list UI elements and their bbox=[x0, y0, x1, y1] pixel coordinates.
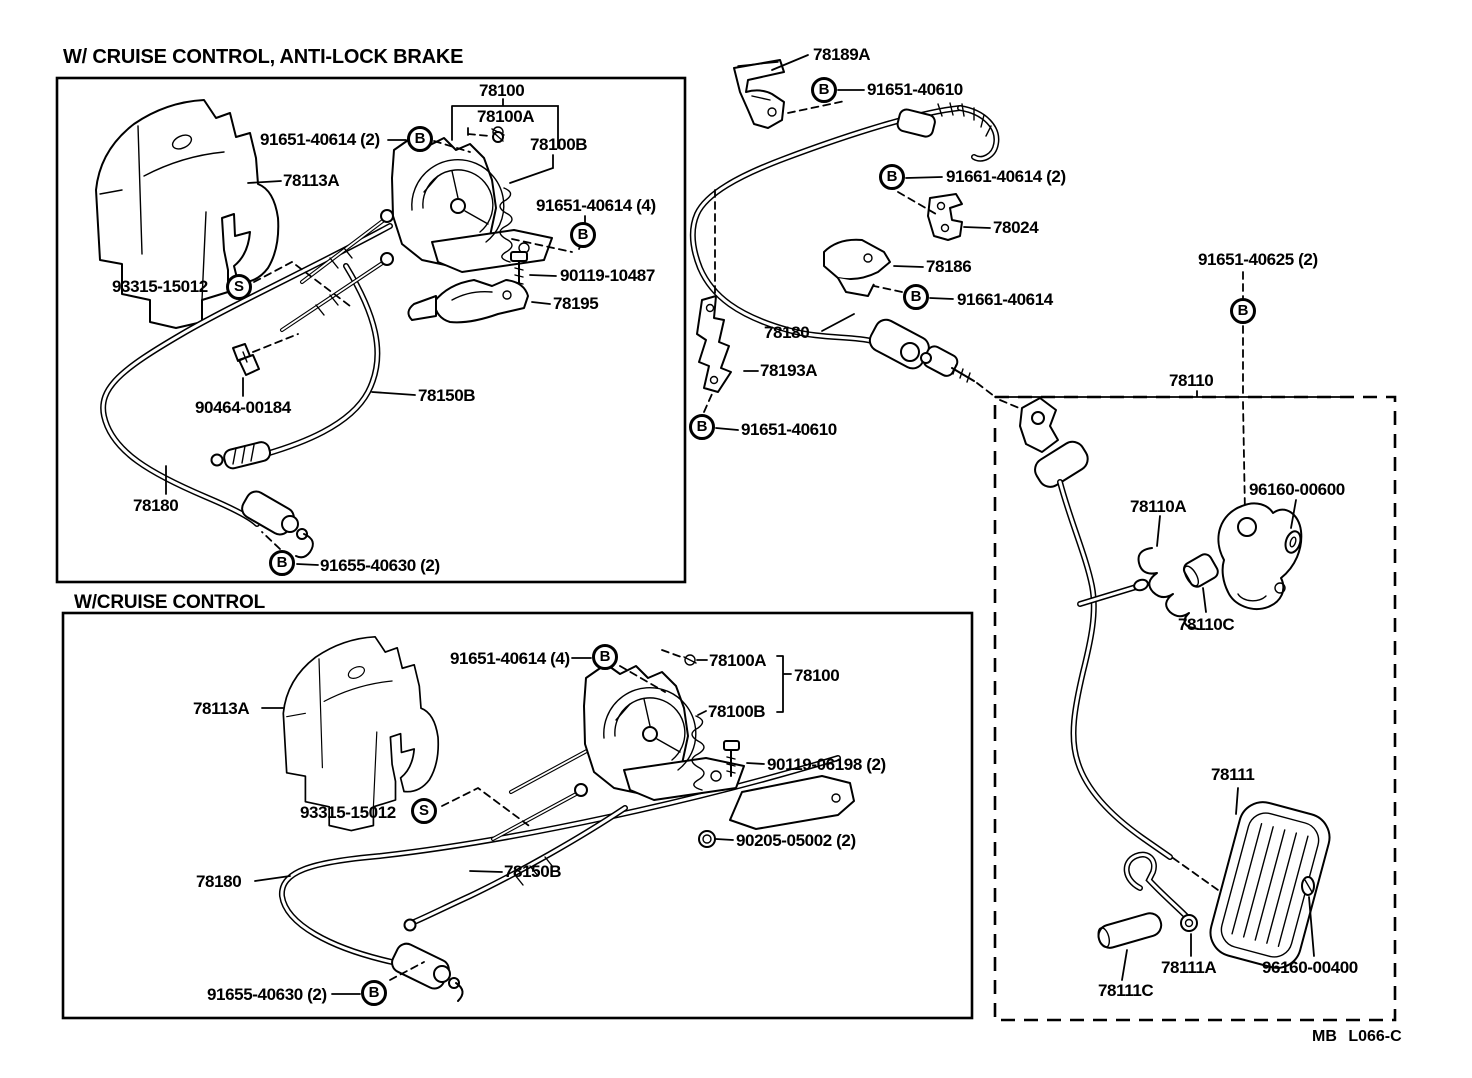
part-label-78189a: 78189A bbox=[813, 45, 871, 64]
part-label-91651-40610-lower: 91651-40610 bbox=[741, 420, 837, 439]
part-label-78150b-top: 78150B bbox=[418, 386, 476, 405]
part-label-91661-40614: 91661-40614 bbox=[957, 290, 1053, 309]
part-label-91651-40614-2-top: 91651-40614 (2) bbox=[260, 130, 380, 149]
part-label-91651-40625: 91651-40625 (2) bbox=[1198, 250, 1318, 269]
top-box-title: W/ CRUISE CONTROL, ANTI-LOCK BRAKE bbox=[63, 46, 464, 68]
part-label-91651-40614-4-top: 91651-40614 (4) bbox=[536, 196, 656, 215]
callout-b-icon: B bbox=[269, 550, 295, 576]
part-label-78100a-top: 78100A bbox=[477, 107, 535, 126]
part-label-96160-00600: 96160-00600 bbox=[1249, 480, 1345, 499]
callout-b-icon: B bbox=[689, 414, 715, 440]
part-label-90205-05002: 90205-05002 (2) bbox=[736, 831, 856, 850]
part-label-78113a-bottom: 78113A bbox=[193, 699, 250, 718]
part-label-93315-15012-bottom: 93315-15012 bbox=[300, 803, 396, 822]
part-label-78110: 78110 bbox=[1169, 371, 1214, 390]
part-label-78100a-bottom: 78100A bbox=[709, 651, 767, 670]
part-label-78100-bottom: 78100 bbox=[794, 666, 840, 685]
part-label-78110a: 78110A bbox=[1130, 497, 1187, 516]
part-label-91651-40610-upper: 91651-40610 bbox=[867, 80, 963, 99]
part-label-90464-00184: 90464-00184 bbox=[195, 398, 291, 417]
part-label-78193a: 78193A bbox=[760, 361, 818, 380]
callout-b-icon: B bbox=[1230, 298, 1256, 324]
part-label-78113a-top: 78113A bbox=[283, 171, 340, 190]
part-label-96160-00400: 96160-00400 bbox=[1262, 958, 1358, 977]
part-label-78180-top: 78180 bbox=[133, 496, 179, 515]
callout-b-icon: B bbox=[903, 284, 929, 310]
part-label-91651-40614-4-bottom: 91651-40614 (4) bbox=[450, 649, 570, 668]
callout-b-icon: B bbox=[361, 980, 387, 1006]
part-label-78100-top: 78100 bbox=[479, 81, 525, 100]
part-label-78180-bottom: 78180 bbox=[196, 872, 242, 891]
bottom-box-title: W/CRUISE CONTROL bbox=[74, 592, 266, 613]
part-label-91655-40630-top: 91655-40630 (2) bbox=[320, 556, 440, 575]
callout-b-icon: B bbox=[592, 644, 618, 670]
part-label-78111c: 78111C bbox=[1098, 981, 1154, 1000]
bottom-box-art bbox=[61, 611, 974, 1020]
part-label-91661-40614-2: 91661-40614 (2) bbox=[946, 167, 1066, 186]
part-label-78180-right: 78180 bbox=[764, 323, 810, 342]
pedal-assembly-art bbox=[993, 271, 1397, 1022]
part-label-78100b-top: 78100B bbox=[530, 135, 588, 154]
callout-s-icon: S bbox=[226, 274, 252, 300]
part-label-78110c: 78110C bbox=[1178, 615, 1235, 634]
callout-b-icon: B bbox=[407, 126, 433, 152]
callout-b-icon: B bbox=[811, 77, 837, 103]
part-label-91655-40630-bottom: 91655-40630 (2) bbox=[207, 985, 327, 1004]
callout-b-icon: B bbox=[570, 222, 596, 248]
part-label-78111a: 78111A bbox=[1161, 958, 1217, 977]
part-label-78100b-bottom: 78100B bbox=[708, 702, 766, 721]
diagram-code: MB L066-C bbox=[1312, 1028, 1402, 1045]
part-label-78111: 78111 bbox=[1211, 765, 1255, 784]
part-label-78150b-bottom: 78150B bbox=[504, 862, 562, 881]
part-label-78024: 78024 bbox=[993, 218, 1039, 237]
part-label-90119-06198: 90119-06198 (2) bbox=[767, 755, 886, 774]
callout-s-icon: S bbox=[411, 798, 437, 824]
part-label-78195: 78195 bbox=[553, 294, 599, 313]
part-label-90119-10487: 90119-10487 bbox=[560, 266, 655, 285]
part-label-93315-15012-top: 93315-15012 bbox=[112, 277, 208, 296]
part-label-78186: 78186 bbox=[926, 257, 972, 276]
main-accel-cable-art bbox=[689, 54, 1000, 431]
top-box-art bbox=[55, 76, 687, 584]
callout-b-icon: B bbox=[879, 164, 905, 190]
